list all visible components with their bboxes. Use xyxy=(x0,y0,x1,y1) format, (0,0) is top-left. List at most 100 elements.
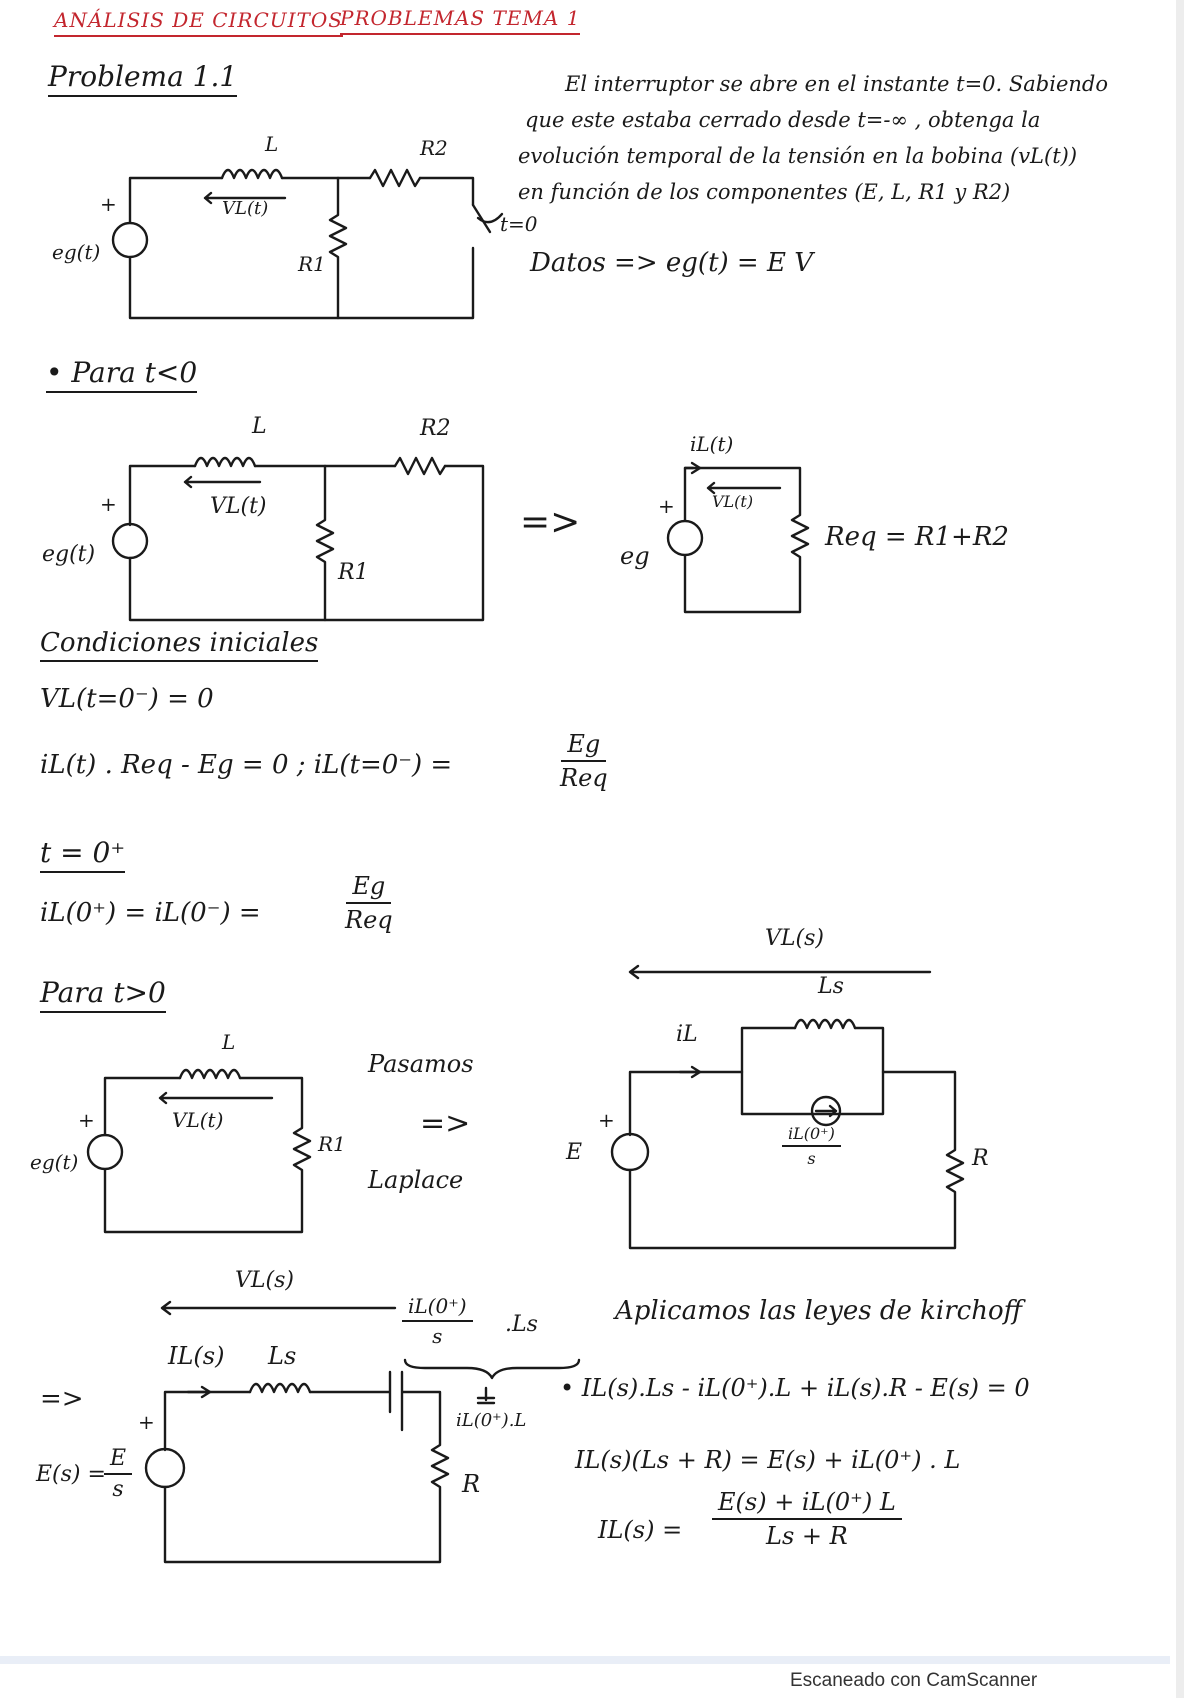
c6-cap-tail: .Ls xyxy=(505,1312,538,1337)
problem-title: Problema 1.1 xyxy=(48,60,238,97)
kirchhoff-title: Aplicamos las leyes de kirchoff xyxy=(615,1296,1023,1326)
source xyxy=(86,1133,124,1171)
resistor-r2 xyxy=(393,456,447,476)
vl-arrow xyxy=(183,475,262,489)
resistor-r2 xyxy=(368,168,422,188)
laplace-bottom: Laplace xyxy=(368,1166,464,1194)
source xyxy=(144,1447,186,1489)
c2-label-L: L xyxy=(252,414,267,439)
fraction-num: iL(0⁺) xyxy=(782,1124,841,1147)
header-topic: PROBLEMAS TEMA 1 xyxy=(340,6,581,35)
underbrace xyxy=(403,1358,581,1380)
c6-R: R xyxy=(462,1470,481,1498)
c1-label-L: L xyxy=(265,132,279,156)
data-line: Datos => eg(t) = E V xyxy=(530,248,813,278)
initial-title: Condiciones iniciales xyxy=(40,628,319,662)
c2-label-R1: R1 xyxy=(338,560,369,585)
current-arrow xyxy=(678,1065,702,1079)
c3-req: Req = R1+R2 xyxy=(825,522,1009,552)
c1-source: eg(t) xyxy=(52,240,101,264)
capacitor-branch xyxy=(163,1370,450,1564)
c2-label-R2: R2 xyxy=(420,416,451,441)
section-after-title: Para t>0 xyxy=(40,976,166,1013)
c5-plus: + xyxy=(598,1108,615,1132)
fraction-num: E(s) + iL(0⁺) L xyxy=(712,1488,902,1520)
fraction-den: s xyxy=(432,1324,443,1348)
c6-brace-eq: iL(0⁺).L xyxy=(456,1410,527,1431)
c3-source: eg xyxy=(620,542,650,570)
vl-arrow xyxy=(203,191,287,205)
laplace-arrow: => xyxy=(420,1106,471,1141)
inductor xyxy=(248,1382,312,1394)
c3-label-il: iL(t) xyxy=(690,432,734,456)
statement-line: El interruptor se abre en el instante t=… xyxy=(565,72,1108,96)
c2-source: eg(t) xyxy=(42,542,96,567)
c6-label-ls: Ls xyxy=(268,1342,297,1370)
inductor xyxy=(793,1018,857,1030)
c5-R: R xyxy=(972,1146,989,1171)
switch xyxy=(471,203,492,234)
kirchhoff-eq2: IL(s)(Ls + R) = E(s) + iL(0⁺) . L xyxy=(575,1446,961,1474)
vl-arrow xyxy=(706,481,782,495)
resistor-r1 xyxy=(328,176,348,320)
c4-label-R1: R1 xyxy=(318,1132,346,1156)
c6-label-vls: VL(s) xyxy=(235,1268,294,1293)
c4-plus: + xyxy=(78,1108,95,1132)
c2-plus: + xyxy=(100,492,117,516)
initial-eq1: VL(t=0⁻) = 0 xyxy=(40,684,214,714)
circuit-1 xyxy=(111,168,504,320)
fraction-num: Eg xyxy=(561,730,607,762)
c3-label-vl: VL(t) xyxy=(712,492,754,511)
fraction-den: Ls + R xyxy=(766,1522,848,1550)
circuit-2 xyxy=(111,456,485,622)
c5-label-ls: Ls xyxy=(818,974,844,999)
c6-cap-fraction: iL(0⁺) s xyxy=(402,1294,473,1348)
c1-switch: t=0 xyxy=(500,212,538,236)
kirchhoff-fraction: E(s) + iL(0⁺) L Ls + R xyxy=(712,1488,902,1550)
circuit-4 xyxy=(86,1068,312,1234)
initial-fraction: Eg Req xyxy=(560,730,608,792)
fraction-num: iL(0⁺) xyxy=(402,1294,473,1322)
fraction-den: Req xyxy=(560,764,608,792)
initial-eq2: iL(t) . Req - Eg = 0 ; iL(t=0⁻) = xyxy=(40,750,453,780)
c5-E: E xyxy=(566,1140,583,1165)
section-before-title: • Para t<0 xyxy=(46,356,198,393)
inductor xyxy=(178,1068,242,1080)
scanner-watermark: Escaneado con CamScanner xyxy=(790,1670,1038,1691)
c1-label-R1: R1 xyxy=(298,252,326,276)
circuit-3 xyxy=(666,461,810,614)
source xyxy=(111,522,149,560)
after-eq-il: iL(0⁺) = iL(0⁻) = xyxy=(40,898,261,928)
scan-edge xyxy=(0,1656,1170,1664)
kirchhoff-eq3-lhs: IL(s) = xyxy=(598,1516,683,1544)
c5-label-vls: VL(s) xyxy=(765,926,824,951)
c4-label-L: L xyxy=(222,1030,236,1054)
fraction-den: s xyxy=(807,1149,816,1168)
circuit-6 xyxy=(144,1300,581,1564)
statement-line: evolución temporal de la tensión en la b… xyxy=(518,144,1078,168)
statement-line: que este estaba cerrado desde t=-∞ , obt… xyxy=(525,108,1041,132)
c6-source-lhs: E(s) = xyxy=(36,1462,106,1487)
c3-plus: + xyxy=(658,494,675,518)
c5-source-fraction: iL(0⁺) s xyxy=(782,1124,841,1168)
fraction-num: E xyxy=(104,1446,133,1475)
source xyxy=(610,1132,650,1172)
current-arrow xyxy=(186,1385,212,1399)
vls-arrow xyxy=(160,1300,397,1316)
kirchhoff-eq1: • IL(s).Ls - iL(0⁺).L + iL(s).R - E(s) =… xyxy=(560,1374,1030,1402)
header-subject: ANÁLISIS DE CIRCUITOS xyxy=(54,8,343,37)
vls-arrow xyxy=(628,964,932,980)
source xyxy=(666,519,704,557)
c5-label-il: iL xyxy=(676,1022,698,1047)
c1-plus: + xyxy=(100,192,117,216)
c1-label-R2: R2 xyxy=(420,136,448,160)
c6-plus: + xyxy=(138,1410,155,1434)
c6-label-il: IL(s) xyxy=(168,1342,225,1370)
vl-arrow xyxy=(158,1091,274,1105)
c4-label-vl: VL(t) xyxy=(172,1108,224,1132)
current-arrow xyxy=(683,461,702,475)
c2-label-vl: VL(t) xyxy=(210,494,267,519)
circuit-5 xyxy=(610,964,965,1250)
fraction-den: Req xyxy=(345,906,393,934)
